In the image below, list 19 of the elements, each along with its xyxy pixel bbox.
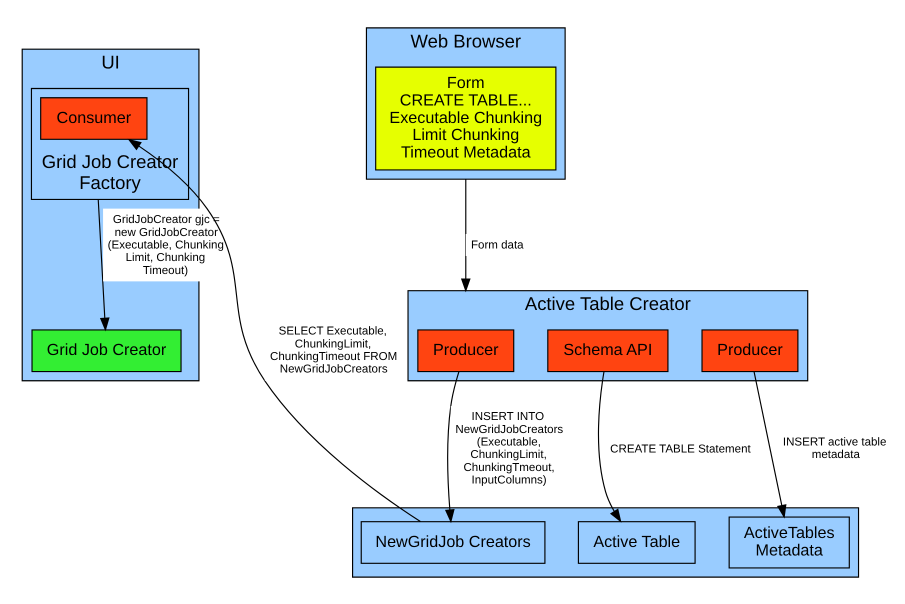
- arrow: [460, 178, 471, 292]
- node-box: Producer: [417, 328, 514, 372]
- edge-label: Form data: [470, 238, 524, 251]
- node-box: Form CREATE TABLE... Executable Chunking Limit Chunking Timeout Metadata: [375, 66, 556, 170]
- edge-label: SELECT Executable, ChunkingLimit, ChunkingTimeout FROM NewGridJobCreators: [270, 325, 398, 376]
- node-box: ActiveTables Metadata: [728, 516, 850, 568]
- arrow: [98, 198, 110, 332]
- edge-label: CREATE TABLE Statement: [610, 442, 751, 455]
- node-box: Grid Job Creator: [31, 328, 182, 372]
- node-box: Active Table: [578, 520, 696, 564]
- node-box: Consumer: [40, 96, 148, 140]
- edge-label: INSERT active table metadata: [782, 436, 886, 461]
- node-box: NewGridJob Creators: [360, 520, 546, 564]
- arrow: [598, 371, 622, 522]
- node-box: Schema API: [547, 328, 669, 372]
- node-box: Producer: [701, 328, 798, 372]
- edge-label: INSERT INTO NewGridJobCreators (Executable, ChunkingLimit, ChunkingTmeout, InputColumns): [455, 410, 564, 486]
- arrow: [754, 371, 786, 518]
- arrow: [444, 371, 460, 523]
